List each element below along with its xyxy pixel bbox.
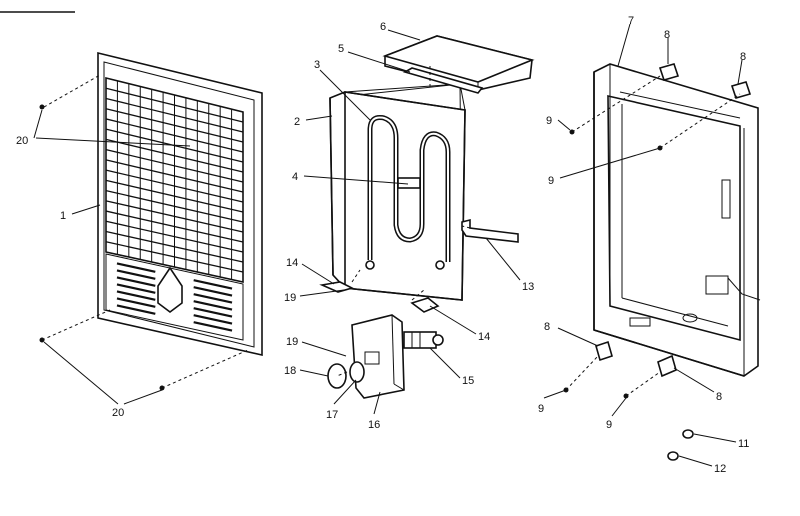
assembly-lines xyxy=(41,66,741,397)
callout-9-d: 9 xyxy=(606,419,612,431)
callout-20-bottom: 20 xyxy=(112,407,124,419)
callout-19-lower: 19 xyxy=(286,336,298,348)
callout-8-top-right: 8 xyxy=(740,51,746,63)
callout-20-top: 20 xyxy=(16,135,28,147)
mounting-bracket xyxy=(461,218,519,243)
louvre-slot xyxy=(193,321,233,332)
callout-6: 6 xyxy=(380,21,386,33)
louvre-slots xyxy=(116,262,233,332)
callout-1: 1 xyxy=(60,210,66,222)
callout-11: 11 xyxy=(738,438,749,450)
top-cover-plate xyxy=(382,35,535,91)
louvre-slot xyxy=(116,269,156,280)
nut-11 xyxy=(682,429,694,439)
heater-housing xyxy=(329,83,466,301)
front-grille xyxy=(97,51,263,357)
louvre-slot xyxy=(116,283,156,294)
wall-box xyxy=(593,63,761,377)
callout-8-top-left: 8 xyxy=(664,29,670,41)
callout-9-a: 9 xyxy=(546,115,552,127)
louvre-slot xyxy=(193,279,233,290)
louvre-slot xyxy=(193,286,233,297)
callout-5: 5 xyxy=(338,43,344,55)
louvre-slot xyxy=(116,276,156,287)
callout-12: 12 xyxy=(714,463,726,475)
callout-labels: 20 1 20 2 3 4 5 6 13 14 19 14 19 18 17 1… xyxy=(16,15,749,475)
louvre-slot xyxy=(116,297,156,308)
callout-4: 4 xyxy=(292,171,298,183)
callout-13: 13 xyxy=(522,281,534,293)
callout-18: 18 xyxy=(284,365,296,377)
clip-8-top-right xyxy=(730,81,752,99)
callout-14-right: 14 xyxy=(478,331,490,343)
louvre-slot xyxy=(116,262,156,273)
thermostat xyxy=(403,331,444,349)
callout-17: 17 xyxy=(326,409,338,421)
thermostat-opening xyxy=(157,266,183,313)
callout-7: 7 xyxy=(628,15,634,27)
screw-20-top xyxy=(39,104,45,110)
callout-15: 15 xyxy=(462,375,474,387)
callout-2: 2 xyxy=(294,116,300,128)
callout-8-bottom-right: 8 xyxy=(716,391,722,403)
callout-3: 3 xyxy=(314,59,320,71)
louvre-slot xyxy=(193,314,233,325)
clip-8-bottom-right xyxy=(657,354,677,378)
control-knob xyxy=(327,363,347,389)
leader-lines xyxy=(33,23,743,467)
clip-right xyxy=(410,297,440,313)
callout-9-b: 9 xyxy=(548,175,554,187)
callout-8-bottom-left: 8 xyxy=(544,321,550,333)
louvre-slot xyxy=(193,293,233,304)
clip-8-top-left xyxy=(658,63,680,81)
louvre-slot xyxy=(116,304,156,315)
control-bracket xyxy=(351,314,405,399)
louvre-slot xyxy=(193,307,233,318)
callout-9-c: 9 xyxy=(538,403,544,415)
callout-14-left: 14 xyxy=(286,257,298,269)
callout-19-upper: 19 xyxy=(284,292,296,304)
knob-shaft xyxy=(349,361,365,383)
clip-8-bottom-left xyxy=(595,340,613,362)
screw-12 xyxy=(667,451,679,461)
clip-strip xyxy=(402,67,484,94)
louvre-slot xyxy=(116,290,156,301)
louvre-slot xyxy=(193,300,233,311)
clip-left xyxy=(319,281,355,293)
callout-16: 16 xyxy=(368,419,380,431)
